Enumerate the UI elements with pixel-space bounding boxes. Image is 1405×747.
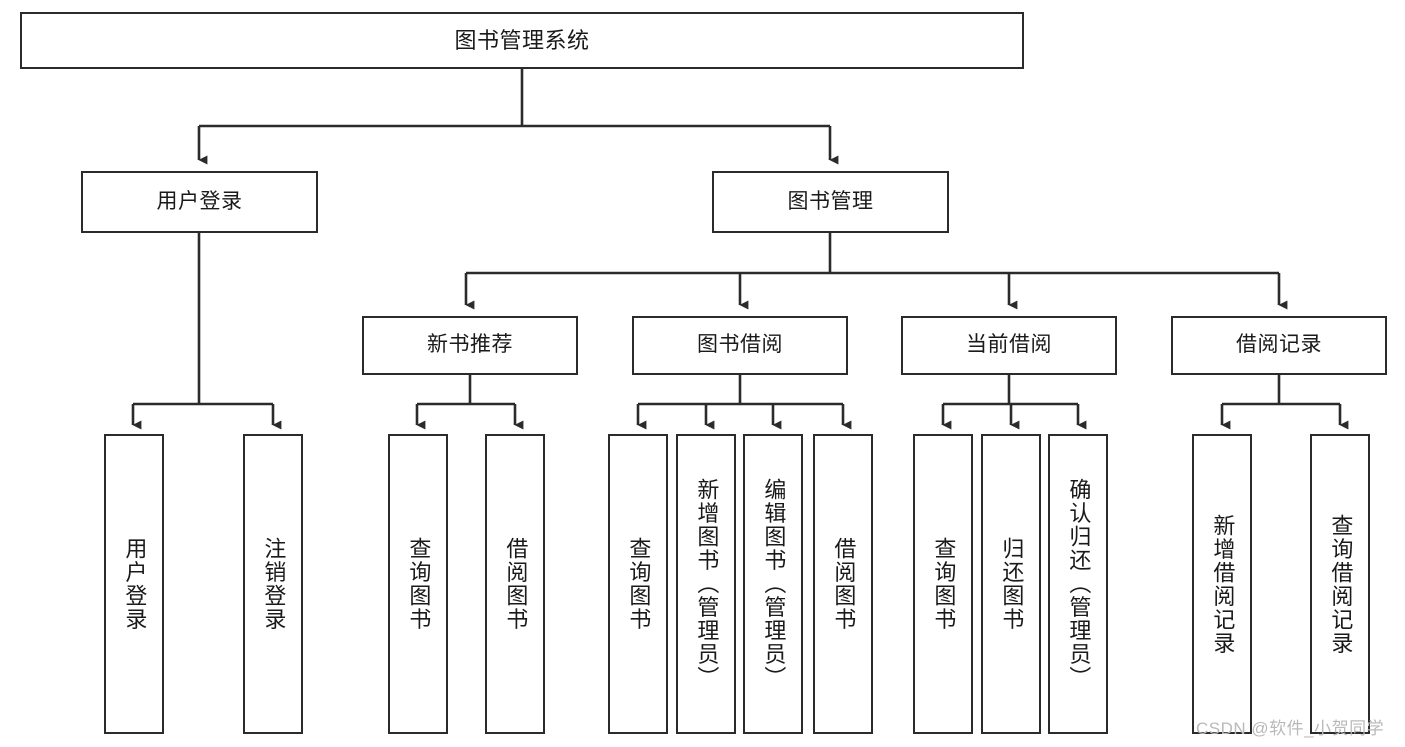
node-label: 确认归还（管理员） [1066,478,1092,690]
node-label: 查询借阅记录 [1328,513,1354,655]
node-leaf-query-book-recommend[interactable]: 查询图书 [388,434,448,734]
node-label: 借阅图书 [831,537,857,631]
node-label: 图书借阅 [697,333,783,357]
node-label: 查询图书 [931,537,957,631]
node-leaf-user-login[interactable]: 用户登录 [104,434,164,734]
node-label: 借阅记录 [1236,333,1322,357]
node-leaf-edit-book-admin[interactable]: 编辑图书（管理员） [743,434,803,734]
node-borrow-record[interactable]: 借阅记录 [1171,316,1387,375]
node-label: 注销登录 [261,537,287,631]
node-label: 编辑图书（管理员） [761,478,787,690]
node-leaf-confirm-return-admin[interactable]: 确认归还（管理员） [1048,434,1108,734]
node-book-management[interactable]: 图书管理 [712,171,949,233]
node-book-borrow[interactable]: 图书借阅 [632,316,848,375]
node-label: 用户登录 [156,189,243,213]
node-label: 新增借阅记录 [1210,513,1236,655]
node-leaf-return-book[interactable]: 归还图书 [981,434,1041,734]
node-leaf-borrow-book-recommend[interactable]: 借阅图书 [485,434,545,734]
node-current-borrow[interactable]: 当前借阅 [901,316,1117,375]
node-label: 图书管理 [787,189,874,213]
node-label: 当前借阅 [966,333,1052,357]
node-leaf-query-book-current[interactable]: 查询图书 [913,434,973,734]
node-label: 查询图书 [626,537,652,631]
watermark-text: CSDN @软件_小贺同学 [1196,719,1385,738]
node-label: 用户登录 [122,537,148,631]
node-leaf-query-book-borrow[interactable]: 查询图书 [608,434,668,734]
node-leaf-add-book-admin[interactable]: 新增图书（管理员） [676,434,736,734]
node-label: 新书推荐 [427,333,513,357]
node-new-book-recommend[interactable]: 新书推荐 [362,316,578,375]
node-leaf-borrow-book[interactable]: 借阅图书 [813,434,873,734]
node-leaf-logout[interactable]: 注销登录 [243,434,303,734]
node-root-library-management-system[interactable]: 图书管理系统 [20,12,1024,69]
node-leaf-query-borrow-record[interactable]: 查询借阅记录 [1310,434,1370,734]
node-label: 查询图书 [406,537,432,631]
node-leaf-add-borrow-record[interactable]: 新增借阅记录 [1192,434,1252,734]
node-label: 图书管理系统 [454,27,590,53]
node-user-login[interactable]: 用户登录 [81,171,318,233]
node-label: 新增图书（管理员） [694,478,720,690]
node-label: 归还图书 [999,537,1025,631]
node-label: 借阅图书 [503,537,529,631]
